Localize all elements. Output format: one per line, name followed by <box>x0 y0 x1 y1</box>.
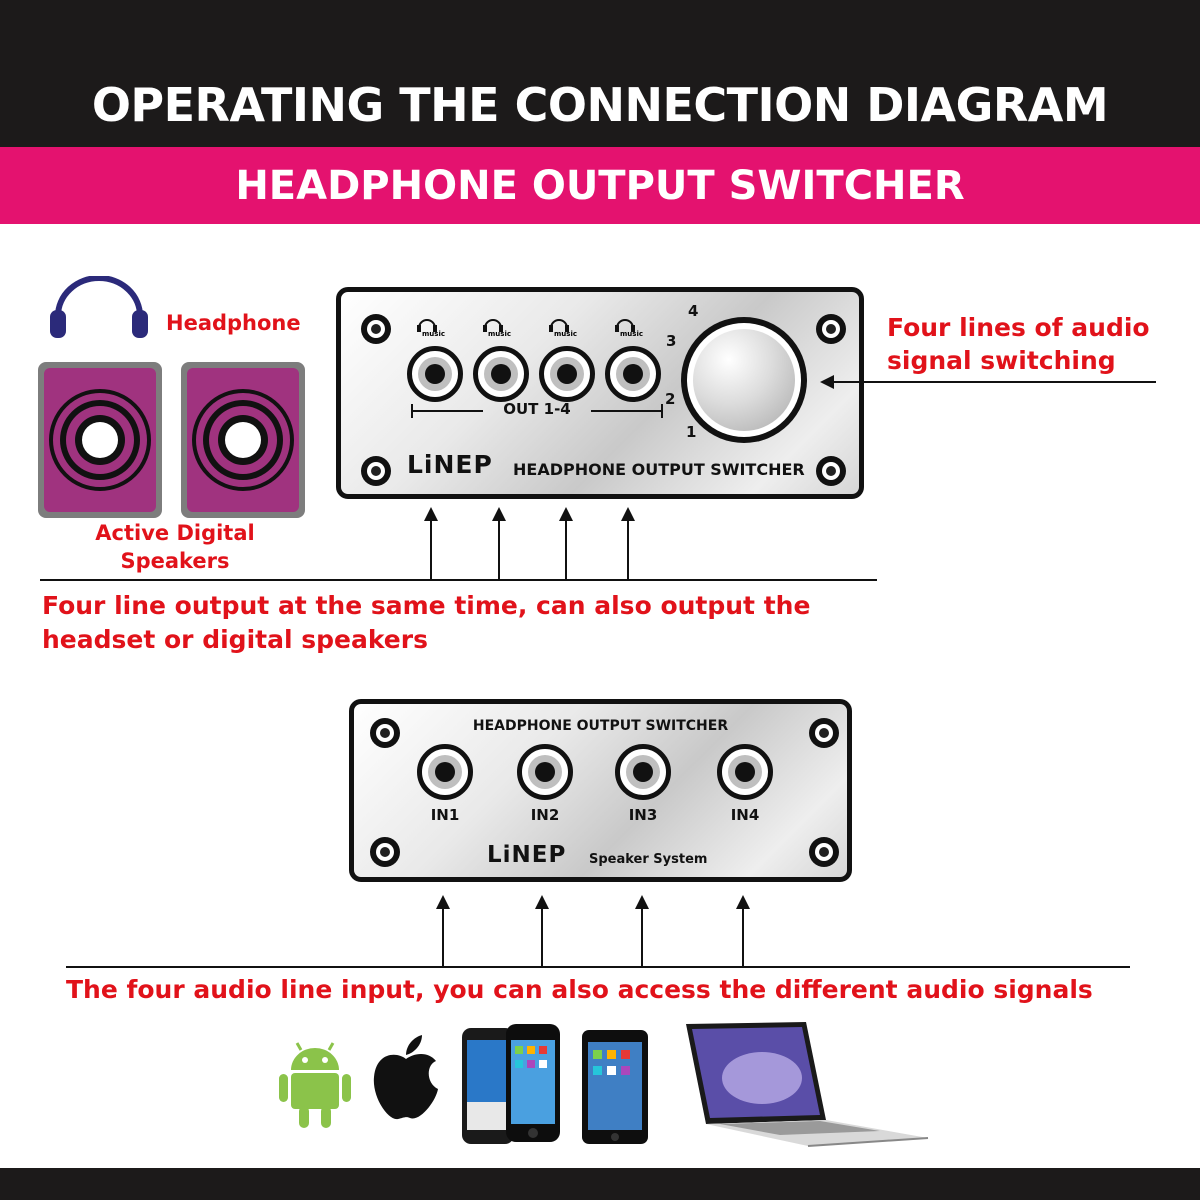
output-annotation: Four line output at the same time, can a… <box>42 591 811 654</box>
out-bracket-left <box>411 410 483 412</box>
input-label-1: IN1 <box>430 806 460 824</box>
jack-headphone-icon: music <box>548 316 580 342</box>
screw <box>370 837 400 867</box>
screw <box>816 314 846 344</box>
header-band <box>0 0 1200 147</box>
input-label-2: IN2 <box>530 806 560 824</box>
screw <box>370 718 400 748</box>
selector-knob[interactable] <box>681 317 807 443</box>
output-jack-1[interactable] <box>407 346 463 402</box>
speakers-label: Active Digital Speakers <box>95 521 255 573</box>
android-icon <box>277 1040 353 1130</box>
knob-position-2: 2 <box>665 390 676 408</box>
out-bracket-right <box>591 410 663 412</box>
input-jack-1[interactable] <box>417 744 473 800</box>
output-arrows <box>40 507 877 581</box>
jack-headphone-icon: music <box>416 316 448 342</box>
out-label: OUT 1-4 <box>503 400 571 418</box>
knob-position-1: 1 <box>686 423 697 441</box>
switching-arrow <box>820 375 1156 389</box>
system-label: Speaker System <box>589 852 708 867</box>
output-switcher-panel: music music music music OUT 1-4 4 3 2 1 … <box>336 287 864 499</box>
product-name: HEADPHONE OUTPUT SWITCHER <box>513 460 805 479</box>
output-jack-3[interactable] <box>539 346 595 402</box>
footer-band <box>0 1168 1200 1200</box>
speaker-left <box>38 362 162 518</box>
subtitle: HEADPHONE OUTPUT SWITCHER <box>235 163 965 209</box>
speaker-right <box>181 362 305 518</box>
main-title: OPERATING THE CONNECTION DIAGRAM <box>91 78 1109 132</box>
screw <box>809 718 839 748</box>
screw <box>361 456 391 486</box>
output-jack-2[interactable] <box>473 346 529 402</box>
apple-icon <box>370 1033 442 1123</box>
knob-position-4: 4 <box>688 302 699 320</box>
tablet-icon <box>580 1028 650 1146</box>
switching-annotation: Four lines of audio signal switching <box>887 313 1150 375</box>
panel-title: HEADPHONE OUTPUT SWITCHER <box>472 718 729 734</box>
headphone-label: Headphone <box>166 311 301 335</box>
brand-logo: LiNEP <box>407 450 493 479</box>
input-jack-4[interactable] <box>717 744 773 800</box>
smartphone-icon <box>460 1022 562 1148</box>
input-jack-3[interactable] <box>615 744 671 800</box>
brand-logo: LiNEP <box>487 842 567 868</box>
input-annotation: The four audio line input, you can also … <box>66 975 1093 1004</box>
screw <box>361 314 391 344</box>
output-jack-4[interactable] <box>605 346 661 402</box>
screw <box>816 456 846 486</box>
jack-headphone-icon: music <box>614 316 646 342</box>
input-label-3: IN3 <box>628 806 658 824</box>
input-label-4: IN4 <box>730 806 760 824</box>
knob-position-3: 3 <box>666 332 677 350</box>
screw <box>809 837 839 867</box>
input-arrows <box>66 895 1130 968</box>
input-switcher-panel: HEADPHONE OUTPUT SWITCHER IN1 IN2 IN3 IN… <box>349 699 852 882</box>
subtitle-band <box>0 147 1200 224</box>
headphone-icon <box>44 275 154 340</box>
jack-headphone-icon: music <box>482 316 514 342</box>
input-jack-2[interactable] <box>517 744 573 800</box>
laptop-icon <box>680 1020 930 1148</box>
